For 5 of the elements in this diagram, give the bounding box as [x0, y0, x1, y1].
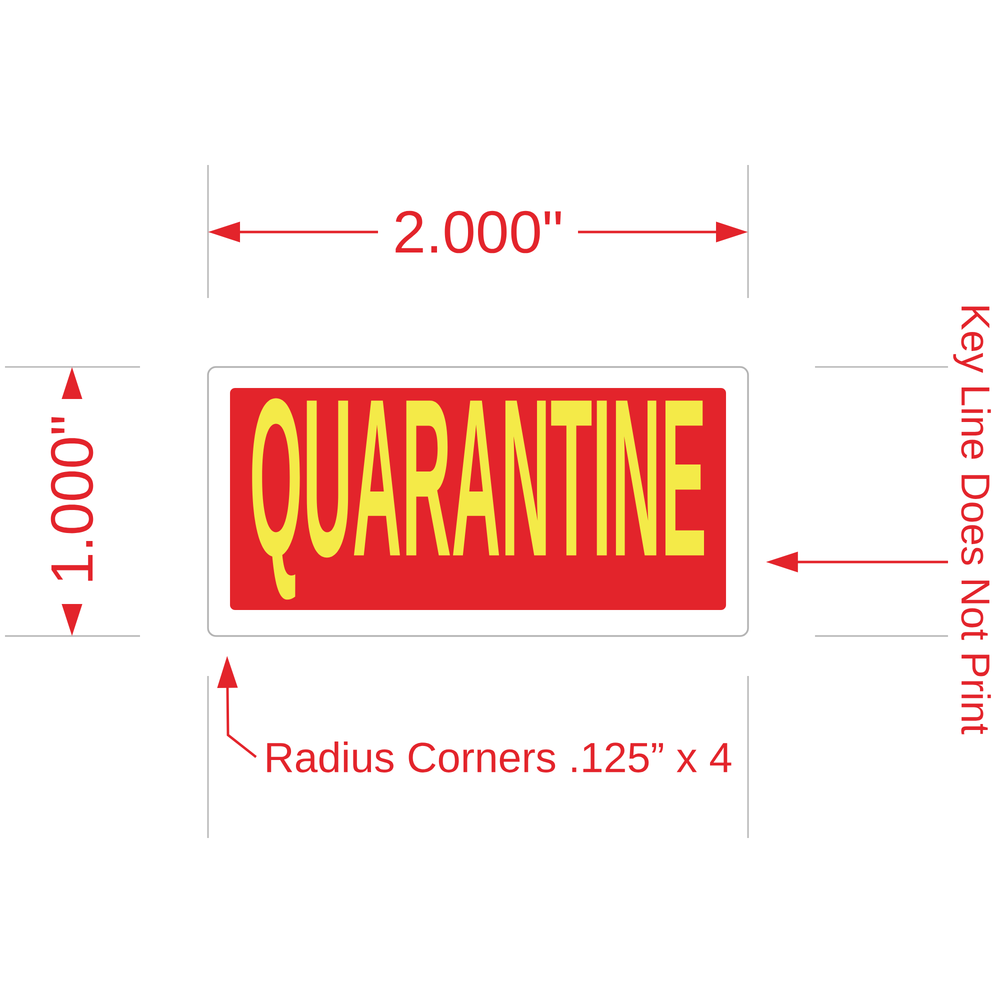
sign-panel: QUARANTINE [230, 388, 726, 610]
dimension-text: 1.000" [50, 417, 94, 581]
callout-text: Radius Corners .125” x 4 [267, 742, 732, 772]
callout-text: Key Line Does Not Print [953, 306, 991, 734]
dimension-text: 2.000" [396, 210, 561, 254]
